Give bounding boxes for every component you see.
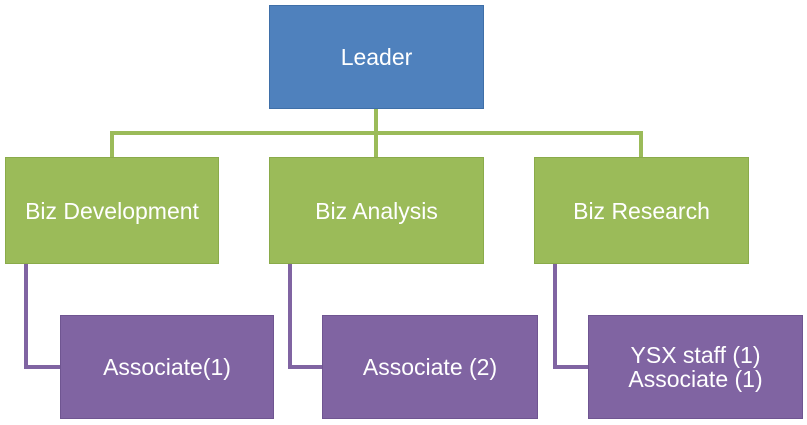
staff-label: YSX staff (1): [630, 342, 761, 368]
staff-elbow-analysis: [288, 264, 322, 369]
department-box-biz-research: Biz Research: [534, 157, 749, 264]
staff-box-biz-development: Associate(1): [60, 315, 274, 419]
department-box-biz-analysis: Biz Analysis: [269, 157, 484, 264]
department-label: Biz Analysis: [315, 197, 438, 224]
department-to-staff-connector: [24, 264, 588, 369]
staff-label: Associate (2): [362, 354, 498, 380]
staff-elbow-research: [553, 264, 588, 369]
staff-label-group: YSX staff (1) Associate (1): [628, 343, 762, 391]
department-label: Biz Research: [573, 197, 710, 224]
staff-elbow-development: [24, 264, 60, 369]
staff-box-biz-research: YSX staff (1) Associate (1): [588, 315, 803, 419]
staff-label: Associate (1): [628, 366, 763, 392]
leader-label: Leader: [340, 44, 413, 70]
department-box-biz-development: Biz Development: [5, 157, 219, 264]
staff-box-biz-analysis: Associate (2): [322, 315, 538, 419]
department-label: Biz Development: [25, 197, 199, 224]
staff-label: Associate(1): [103, 354, 231, 380]
leader-box: Leader: [269, 5, 484, 109]
leader-to-departments-connector: [110, 109, 643, 157]
